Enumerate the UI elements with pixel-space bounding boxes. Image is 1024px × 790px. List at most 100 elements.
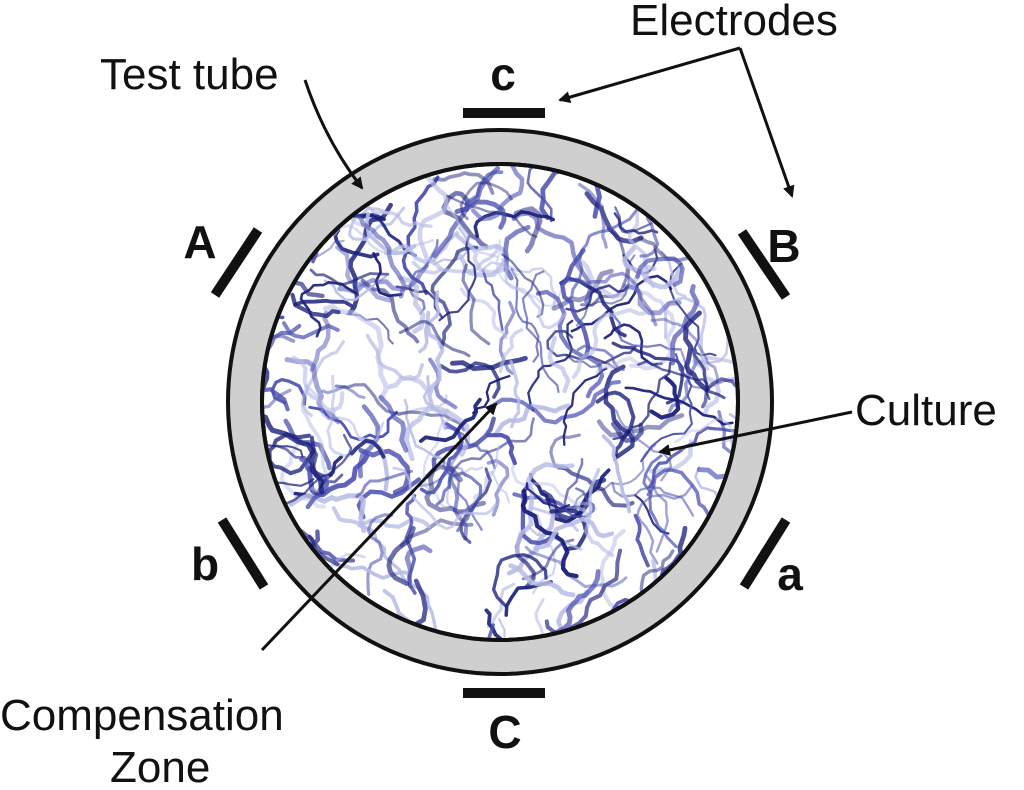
culture-strand	[728, 405, 738, 452]
culture-strand	[610, 421, 644, 443]
culture-strand	[262, 410, 325, 495]
culture-strand	[551, 443, 657, 514]
label-zone: Zone	[110, 743, 210, 790]
culture-strand	[588, 468, 601, 519]
culture-strand	[262, 310, 270, 390]
culture-strand	[323, 275, 387, 302]
culture-strand	[683, 310, 709, 393]
culture-strand	[262, 324, 302, 397]
culture-strand	[299, 281, 358, 338]
culture-strand	[358, 448, 411, 495]
culture-strand	[445, 466, 484, 512]
culture-strand	[525, 482, 571, 510]
culture-strand	[521, 270, 560, 393]
culture-strand	[529, 468, 611, 524]
label-electrodes: Electrodes	[630, 0, 838, 45]
culture-strand	[428, 357, 458, 410]
culture-strand	[355, 469, 413, 498]
electrode-label-A: A	[183, 216, 216, 268]
electrode-a	[739, 517, 791, 590]
culture-strand	[700, 377, 738, 409]
culture-strand	[694, 454, 738, 509]
culture-strand	[612, 361, 672, 441]
culture-strand	[646, 468, 712, 519]
culture-strand	[509, 360, 521, 429]
culture-strand	[510, 268, 540, 363]
culture-strand	[309, 268, 390, 287]
electrode-A	[210, 227, 263, 298]
culture-strand	[360, 278, 420, 344]
culture-strand	[326, 374, 352, 457]
culture-strand	[438, 235, 477, 322]
culture-strand	[613, 212, 659, 235]
culture-strand	[378, 394, 409, 453]
label-culture: Culture	[855, 386, 997, 435]
culture-strand	[622, 245, 683, 290]
culture-strand	[637, 360, 711, 401]
culture-strand	[270, 377, 307, 406]
culture-strand	[670, 284, 700, 366]
arrow-compensation-zone	[260, 402, 498, 652]
culture-strand	[349, 438, 386, 459]
culture-strand	[435, 471, 483, 533]
culture-strand	[611, 481, 695, 517]
culture-strand	[527, 319, 574, 412]
culture-strand	[547, 335, 571, 394]
electrode-label-c-top: c	[490, 48, 516, 100]
culture-strand	[546, 329, 637, 364]
culture-strand	[649, 439, 694, 475]
label-compensation: Compensation	[0, 691, 284, 740]
culture-strand	[387, 374, 431, 394]
culture-strand	[425, 310, 450, 415]
culture-strand	[419, 397, 482, 443]
electrode-B	[737, 229, 791, 300]
culture-strand	[576, 506, 615, 558]
culture-strand	[481, 269, 504, 332]
culture-strand	[596, 413, 685, 438]
culture-strand	[527, 526, 583, 551]
culture-strand	[552, 463, 635, 508]
culture-strand	[438, 361, 501, 399]
culture-strand	[605, 398, 673, 482]
culture-strand	[348, 206, 406, 242]
culture-strand	[367, 205, 433, 228]
culture-strand	[398, 320, 471, 358]
culture-strand	[629, 284, 676, 371]
culture-strand	[603, 364, 635, 459]
culture-strand	[422, 375, 447, 431]
culture-strand	[570, 274, 673, 333]
culture-strand	[513, 206, 543, 254]
culture-strand	[441, 190, 489, 249]
culture-strand	[635, 256, 685, 287]
culture-strand	[486, 458, 510, 517]
label-test-tube: Test tube	[100, 50, 279, 99]
culture-strand	[524, 545, 628, 589]
culture-strand	[415, 171, 449, 272]
culture-strand	[624, 386, 734, 426]
culture-strand	[291, 355, 345, 413]
culture-strand	[403, 398, 467, 478]
culture-strand	[470, 164, 525, 222]
culture-strand	[288, 492, 367, 534]
culture-strand	[433, 226, 471, 266]
culture-strand	[491, 445, 511, 504]
culture-strand	[299, 456, 330, 510]
culture-strand	[498, 618, 527, 640]
culture-strand	[660, 250, 687, 298]
culture-strand	[609, 308, 683, 351]
electrode-label-a: a	[777, 548, 803, 600]
culture-strand	[486, 582, 516, 629]
culture-strand	[447, 206, 499, 258]
culture-strand	[535, 289, 605, 399]
culture-strand	[491, 553, 548, 608]
electrode-label-B: B	[767, 220, 800, 272]
culture-strand	[533, 516, 615, 551]
culture-strand	[577, 182, 608, 249]
culture-strand	[473, 210, 555, 239]
culture-strand	[386, 525, 416, 587]
culture-strand	[486, 433, 517, 466]
culture-strand	[339, 200, 407, 299]
culture-strand	[484, 608, 551, 640]
culture-strand	[560, 248, 591, 359]
